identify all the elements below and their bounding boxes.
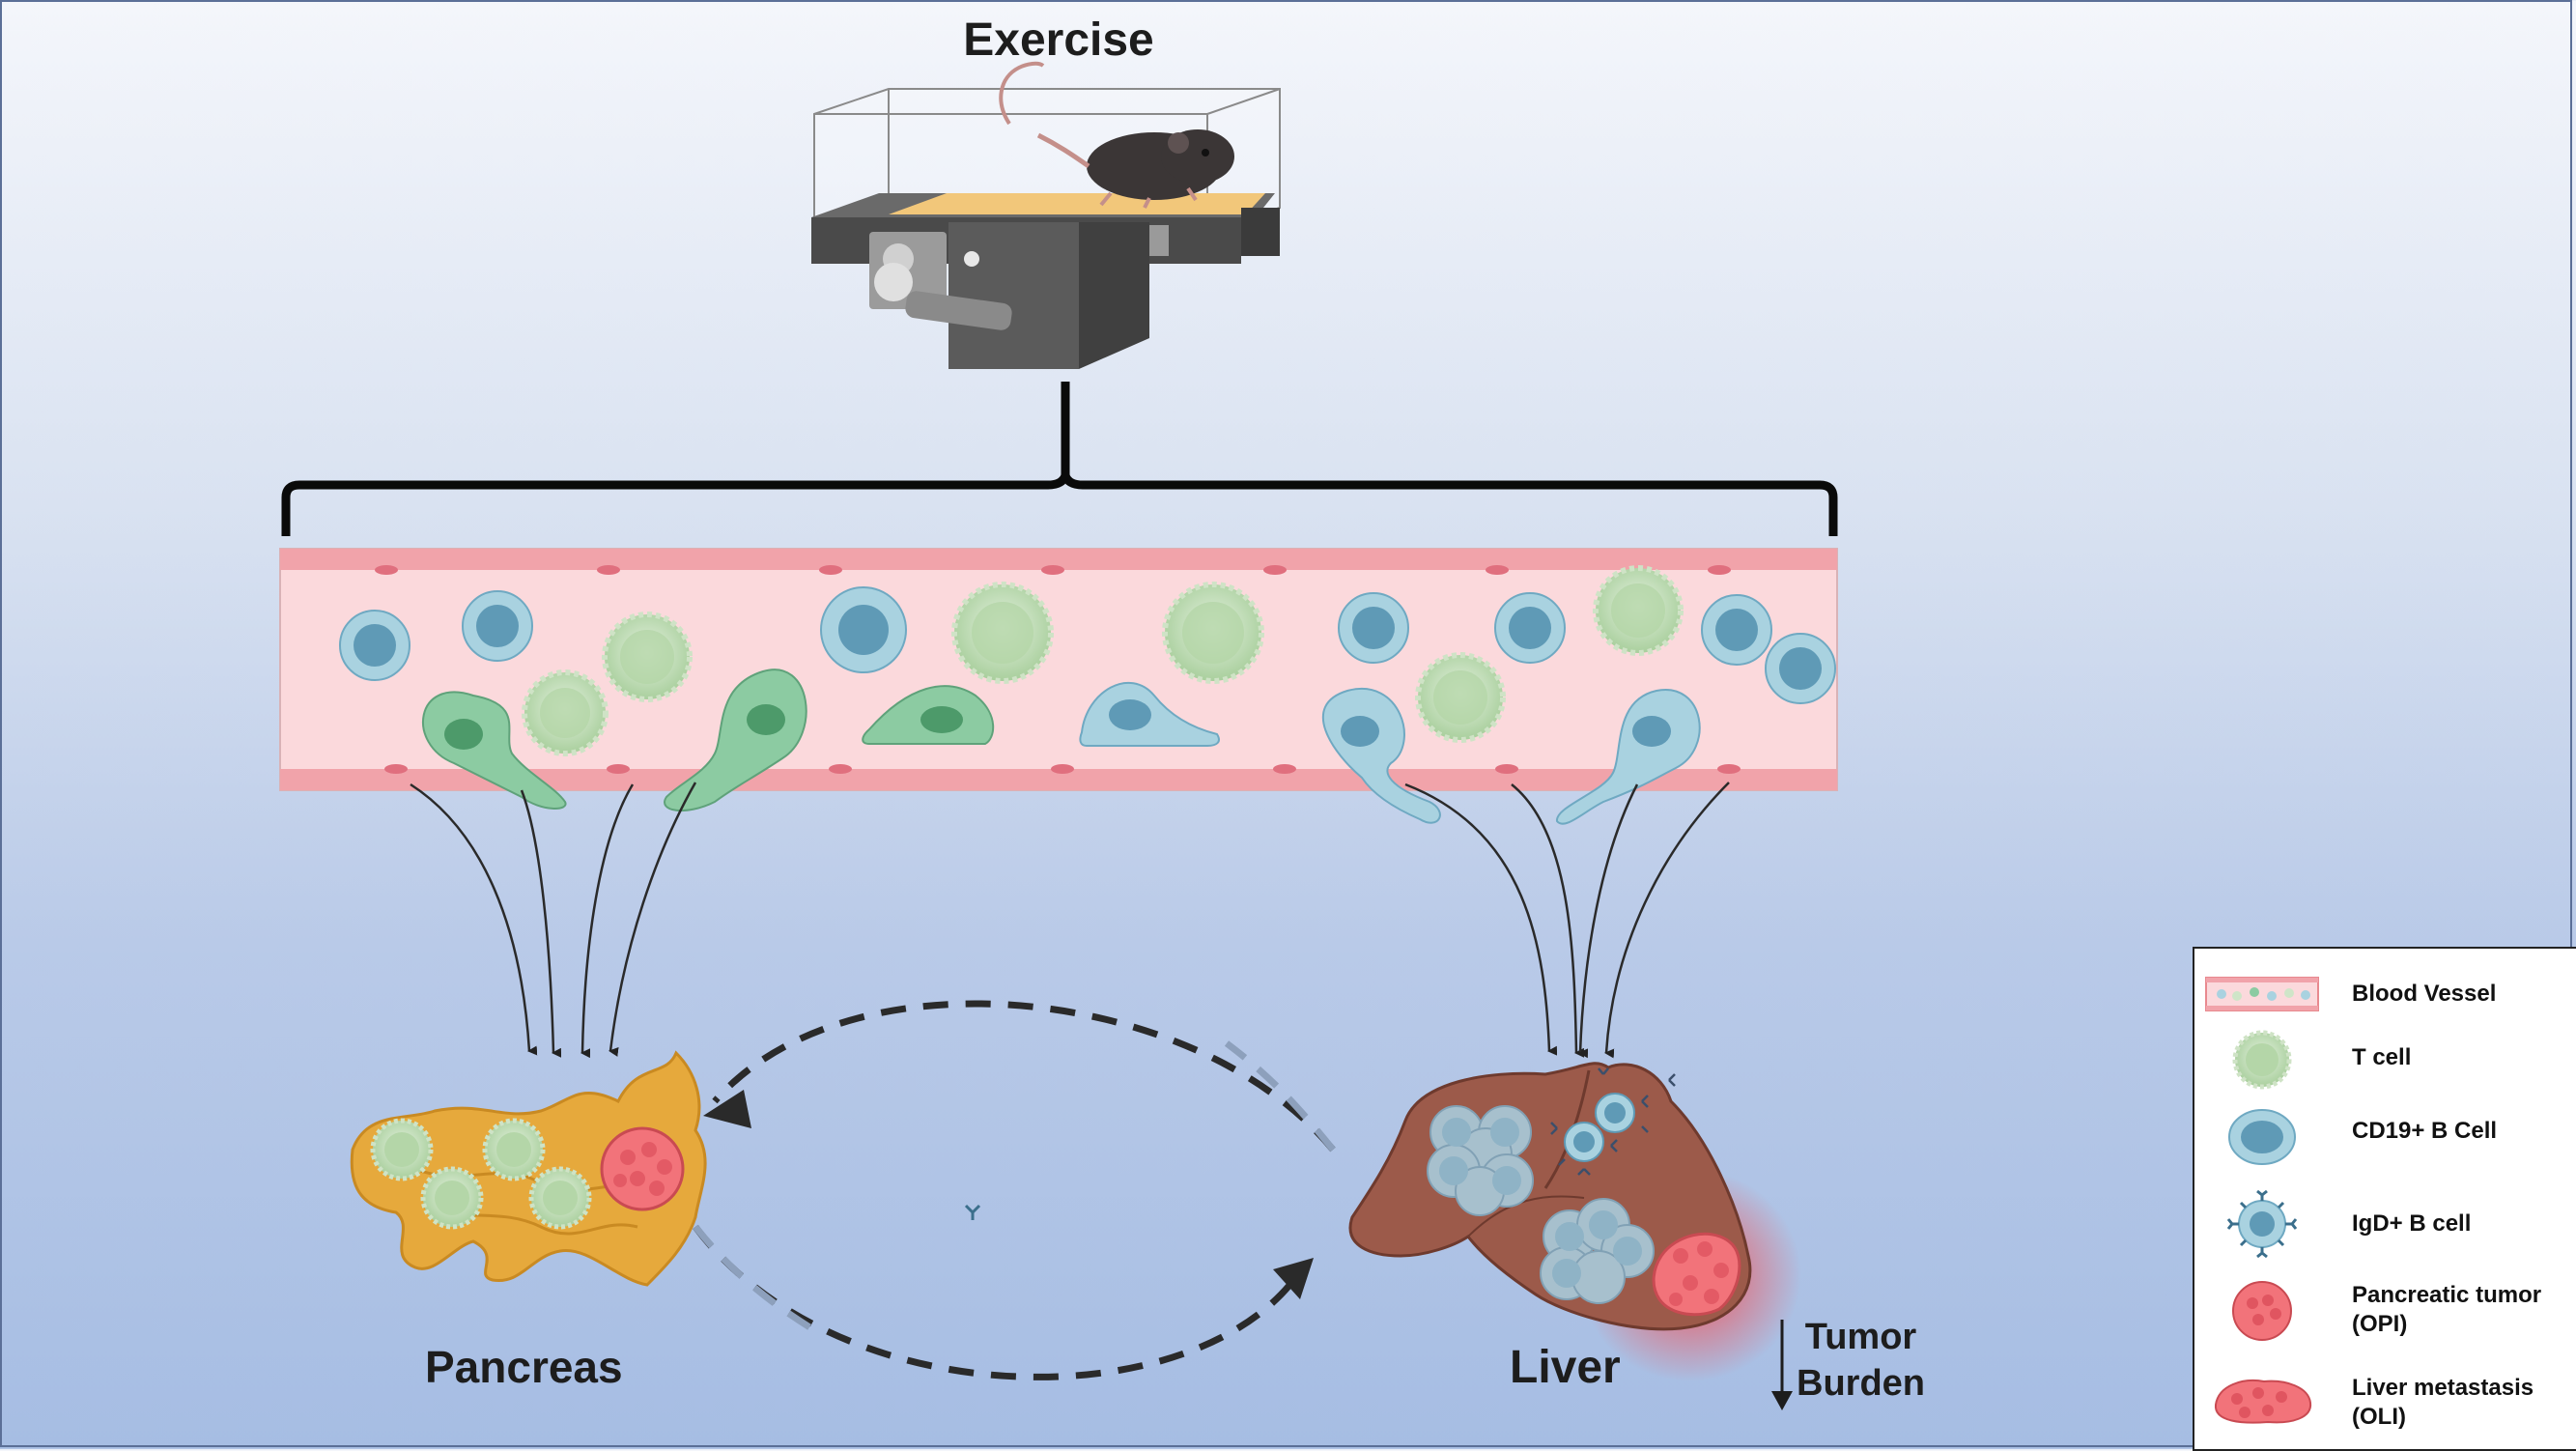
igd-b-cells-on-liver — [1550, 1067, 1676, 1176]
pancreas-illustration — [350, 1050, 707, 1287]
treadmill-illustration — [811, 61, 1281, 369]
pancreas-label: Pancreas — [425, 1342, 623, 1392]
bracket-connector — [281, 382, 1838, 536]
blood-vessel — [279, 548, 1838, 825]
legend-label-blood-vessel: Blood Vessel — [2352, 981, 2497, 1007]
tumor-burden-line2: Burden — [1797, 1363, 1925, 1404]
tumor-burden-line1: Tumor — [1804, 1317, 1917, 1357]
legend: Blood Vessel T cell CD19+ B Cell IgD+ B — [2193, 947, 2576, 1451]
arrowhead-to-pancreas — [703, 1090, 751, 1128]
t-cell-icon — [2232, 1030, 2292, 1090]
arrowhead-to-liver — [1273, 1258, 1314, 1299]
legend-label-liver-metastasis: Liver metastasis (OLI) — [2352, 1375, 2534, 1430]
down-arrow-icon — [1771, 1320, 1793, 1410]
legend-label-igd-b-cell: IgD+ B cell — [2352, 1210, 2472, 1237]
tumor-burden-label: Tumor Burden — [1797, 1314, 1925, 1407]
legend-label-cd19-b-cell: CD19+ B Cell — [2352, 1118, 2498, 1144]
migration-arrows-pancreas — [410, 782, 697, 1059]
migration-arrows-liver — [1404, 782, 1730, 1059]
pancreatic-tumor — [600, 1126, 685, 1211]
blood-vessel-icon — [2205, 977, 2319, 1011]
floating-antibody-icon — [964, 1204, 981, 1220]
t-cell-group — [522, 565, 1684, 756]
cd19-b-cell-icon — [2228, 1109, 2296, 1165]
liver-label: Liver — [1510, 1342, 1621, 1393]
legend-label-t-cell: T cell — [2352, 1044, 2412, 1070]
liver-metastasis-icon — [2214, 1380, 2312, 1424]
legend-label-pancreatic-tumor: Pancreatic tumor (OPI) — [2352, 1282, 2542, 1337]
dashed-circulation — [693, 1000, 1336, 1380]
title-exercise: Exercise — [963, 14, 1154, 66]
igd-b-cell-icon — [2226, 1190, 2298, 1258]
liver-illustration — [1348, 1062, 1801, 1381]
liver-metastasis — [1652, 1232, 1741, 1317]
b-cell-group — [339, 586, 1836, 704]
pancreatic-tumor-icon — [2232, 1281, 2292, 1341]
